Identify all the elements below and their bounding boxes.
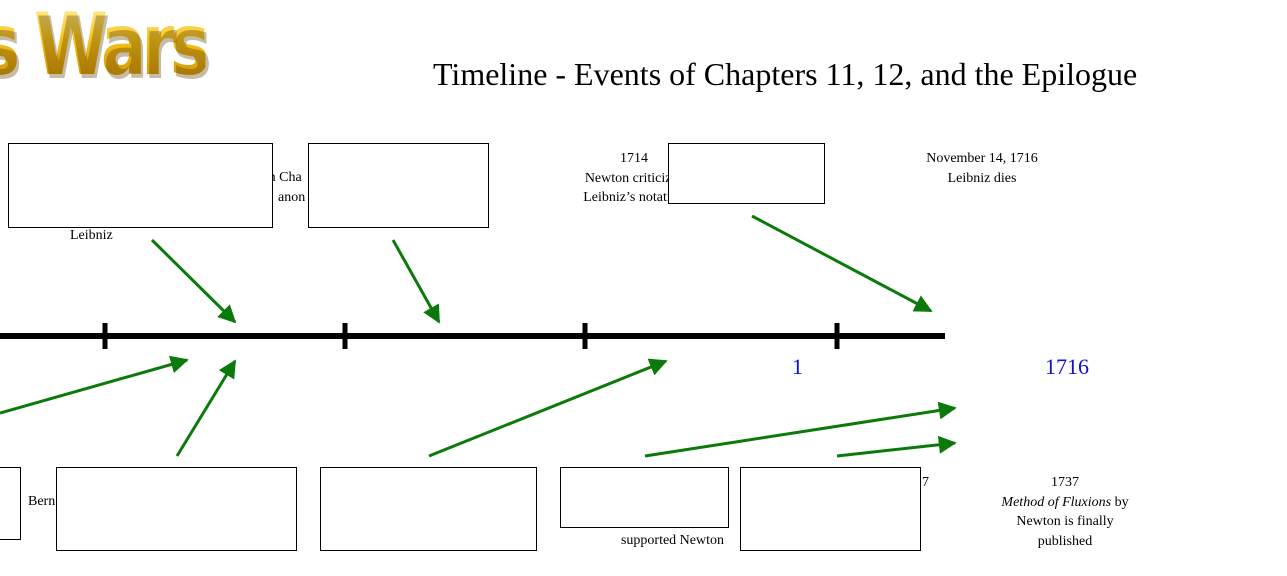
timeline-year-label: 1716: [1045, 354, 1089, 379]
cover-box[interactable]: [0, 467, 21, 540]
event-text-partial: Bern: [28, 494, 56, 509]
event-leibniz-dies: November 14, 1716 Leibniz dies: [926, 151, 1038, 186]
page-title: Timeline - Events of Chapters 11, 12, an…: [433, 56, 1138, 92]
arrow: [836, 435, 957, 458]
logo-wordmark: s Wars: [0, 2, 210, 88]
arrow: [751, 214, 933, 313]
arrow: [175, 359, 237, 457]
event-1714: 1714 Newton criticizes Leibniz’s notatio…: [583, 151, 685, 205]
cover-box[interactable]: [740, 467, 921, 551]
cover-box[interactable]: [8, 143, 273, 228]
timeline-year-label: 1: [792, 354, 803, 379]
arrow: [391, 239, 441, 324]
cover-box[interactable]: [320, 467, 537, 551]
arrow: [0, 355, 189, 415]
arrow: [428, 358, 668, 458]
cover-box[interactable]: [56, 467, 297, 551]
event-1737: 1737 Method of Fluxions by Newton is fin…: [1001, 475, 1129, 549]
event-date-partial: 7: [922, 475, 929, 490]
event-text-leibniz: Leibniz: [70, 228, 113, 243]
cover-box[interactable]: [560, 467, 729, 528]
event-text-partial: In Cha anon: [264, 170, 306, 205]
arrow: [644, 401, 957, 458]
arrow: [150, 238, 237, 324]
cover-box[interactable]: [308, 143, 489, 228]
cover-box[interactable]: [668, 143, 825, 204]
